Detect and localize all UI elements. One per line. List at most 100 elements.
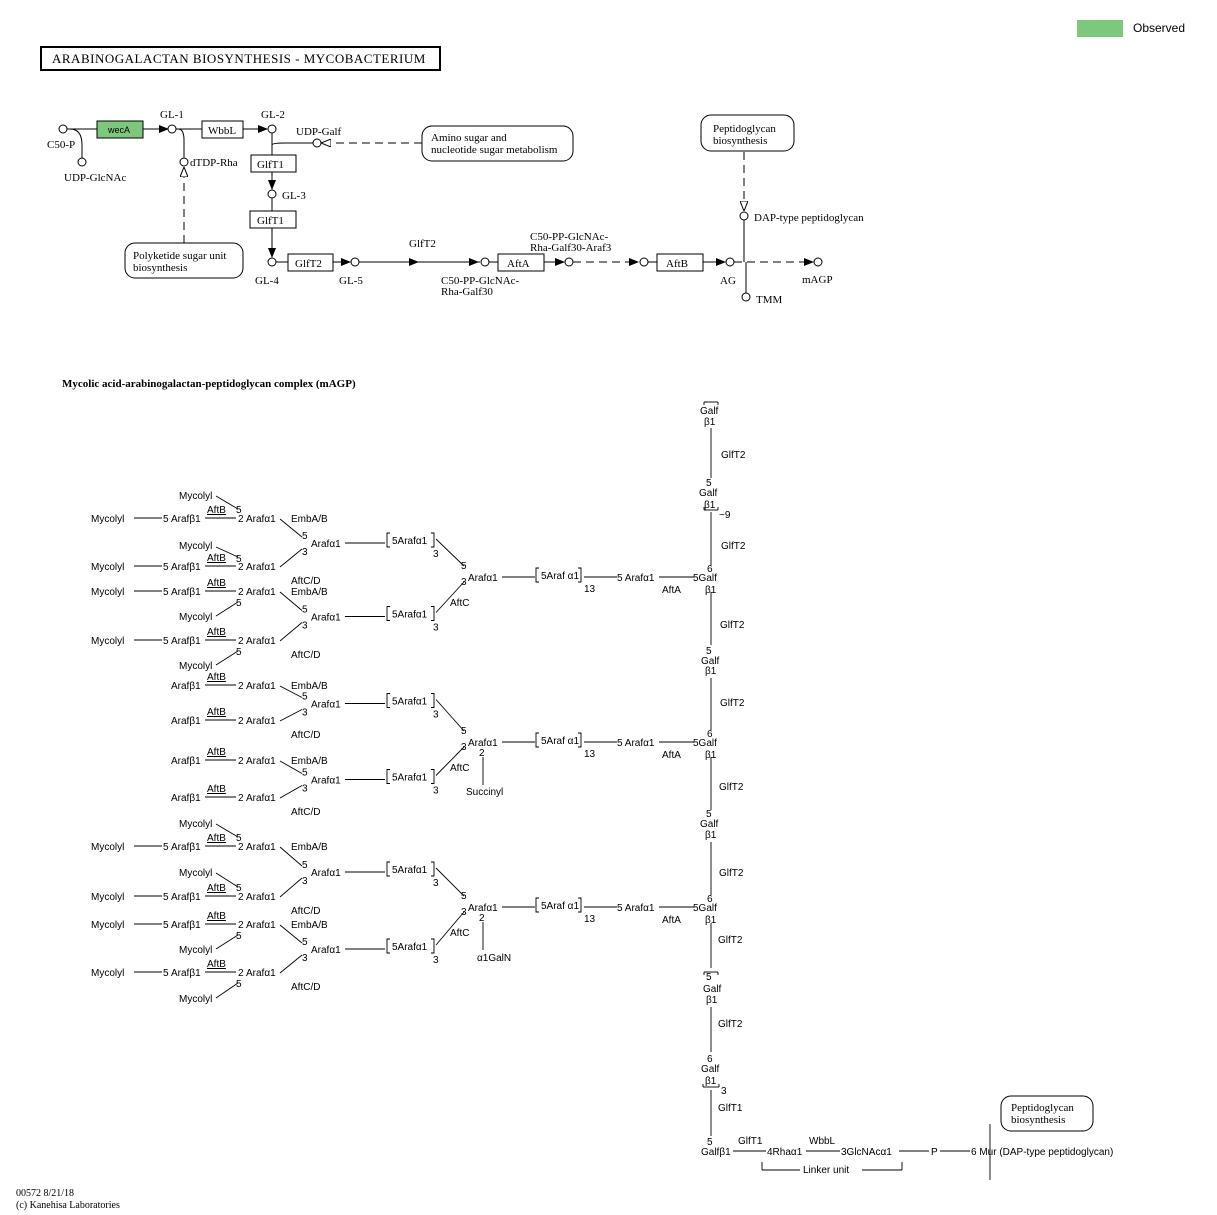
linkage-2: 2 — [238, 562, 244, 573]
label-glft2-over: GlfT2 — [409, 238, 436, 250]
arafb1-label: Arafβ1 — [171, 636, 201, 647]
bracket — [431, 532, 435, 548]
linkage-2: 2 — [238, 636, 244, 647]
map-polyketide-sugar[interactable] — [124, 242, 244, 279]
label-dap: DAP-type peptidoglycan — [754, 212, 864, 224]
mycolyl-label: Mycolyl — [91, 636, 124, 647]
bracket — [386, 606, 390, 621]
aftb-label: AftB — [207, 672, 226, 683]
linkage-2: 2 — [238, 756, 244, 767]
galf-label: Galf — [701, 656, 720, 667]
aftb-label: AftB — [207, 883, 226, 894]
glft2-label: GlfT2 — [718, 935, 743, 946]
compound-udpglcnac[interactable] — [77, 157, 87, 167]
linkage-5: 5 — [302, 937, 308, 948]
map-peptidoglycan-bottom[interactable] — [1000, 1095, 1094, 1132]
linkage-3: 3 — [461, 577, 467, 588]
beta1-label: β1 — [705, 750, 717, 761]
compound-dtdprha[interactable] — [179, 157, 189, 167]
bond-line — [215, 546, 239, 558]
bond-line — [215, 982, 239, 999]
compound-gl4[interactable] — [267, 257, 277, 267]
linkage-5: 5 — [302, 768, 308, 779]
arafa1-label: Arafα1 — [468, 738, 498, 749]
linkage-5: 5 — [163, 562, 169, 573]
label-c50araf3-2: Rha-Galf30-Araf3 — [530, 242, 612, 254]
linkage-6: 6 — [707, 1054, 713, 1065]
aftb-label: AftB — [207, 784, 226, 795]
linkage-5: 5 — [461, 891, 467, 902]
linkage-5: 5 — [163, 636, 169, 647]
repeat-5arafa1-label: 5Araf α1 — [541, 901, 579, 912]
label-magp: mAGP — [802, 274, 833, 286]
galfb1-label: Galfβ1 — [701, 1147, 731, 1158]
repeat-5arafa1-label: 5Arafα1 — [392, 536, 428, 547]
emba-b-label: EmbA/B — [291, 842, 328, 853]
compound-c50p[interactable] — [58, 124, 68, 134]
map-peptidoglycan-top[interactable] — [700, 114, 795, 152]
linkage-5: 5 — [163, 587, 169, 598]
map-amino-sugar[interactable] — [421, 125, 574, 162]
enzyme-weca[interactable] — [96, 120, 144, 139]
label-gl2: GL-2 — [261, 109, 285, 121]
compound-udpgalf[interactable] — [312, 138, 322, 148]
repeat-count-9: ~9 — [719, 510, 731, 521]
compound-c50-galf30[interactable] — [480, 257, 490, 267]
compound-gl3[interactable] — [267, 189, 277, 199]
aftc-label: AftC — [450, 928, 469, 939]
arafa1-label: Arafα1 — [246, 681, 276, 692]
arafa1-label: Arafα1 — [468, 903, 498, 914]
linkage-2: 2 — [238, 892, 244, 903]
enzyme-glft2-label: GlfT2 — [295, 258, 322, 270]
arafa1-5-label: 5 Arafα1 — [617, 738, 655, 749]
aftc-label: AftC — [450, 763, 469, 774]
linkage-5: 5 — [302, 860, 308, 871]
linkage-5: 5 — [236, 505, 242, 516]
arafa1-label: Arafα1 — [246, 920, 276, 931]
arafa1-label: Arafα1 — [468, 573, 498, 584]
arafa1-label: Arafα1 — [246, 756, 276, 767]
bracket — [431, 938, 435, 954]
linkage-2: 2 — [238, 920, 244, 931]
compound-gl5[interactable] — [350, 257, 360, 267]
linkage-5: 5 — [236, 931, 242, 942]
compound-gl1[interactable] — [167, 124, 177, 134]
linkage-3: 3 — [721, 1086, 727, 1097]
arafa1-label: Arafα1 — [246, 562, 276, 573]
arafa1-label: Arafα1 — [246, 716, 276, 727]
linkage-5: 5 — [163, 892, 169, 903]
galf-5-label: 5Galf — [693, 573, 717, 584]
compound-tmm[interactable] — [741, 292, 751, 302]
bond-line — [279, 785, 303, 799]
mycolyl-label: Mycolyl — [179, 541, 212, 552]
map-polyketide-line2: biosynthesis — [133, 262, 187, 274]
compound-intermediate[interactable] — [639, 257, 649, 267]
bracket — [535, 567, 539, 583]
legend-observed-swatch — [1077, 20, 1123, 37]
linkage-5: 5 — [236, 883, 242, 894]
compound-ag[interactable] — [725, 257, 735, 267]
compound-c50-araf3[interactable] — [564, 257, 574, 267]
bracket — [535, 732, 539, 748]
linkage-3: 3 — [461, 742, 467, 753]
enzyme-glft1-b[interactable] — [249, 210, 297, 229]
linker-unit-label: Linker unit — [803, 1165, 849, 1176]
compound-dap-peptidoglycan[interactable] — [739, 211, 749, 221]
linkage-5: 5 — [706, 809, 712, 820]
mycolyl-label: Mycolyl — [91, 892, 124, 903]
compound-gl2[interactable] — [267, 124, 277, 134]
linkage-3: 3 — [302, 876, 308, 887]
linkage-5: 5 — [302, 692, 308, 703]
arafb1-label: Arafβ1 — [171, 562, 201, 573]
enzyme-glft1-a[interactable] — [250, 154, 297, 173]
enzyme-wbbl[interactable] — [201, 120, 244, 139]
emba-b-label: EmbA/B — [291, 756, 328, 767]
linkage-6: 6 — [707, 564, 713, 575]
arafb1-label: Arafβ1 — [171, 716, 201, 727]
aftb-label: AftB — [207, 553, 226, 564]
repeat-count-13: 13 — [584, 749, 596, 760]
compound-magp[interactable] — [813, 257, 823, 267]
rha-label: 4Rhaα1 — [767, 1147, 803, 1158]
bracket — [386, 532, 390, 548]
